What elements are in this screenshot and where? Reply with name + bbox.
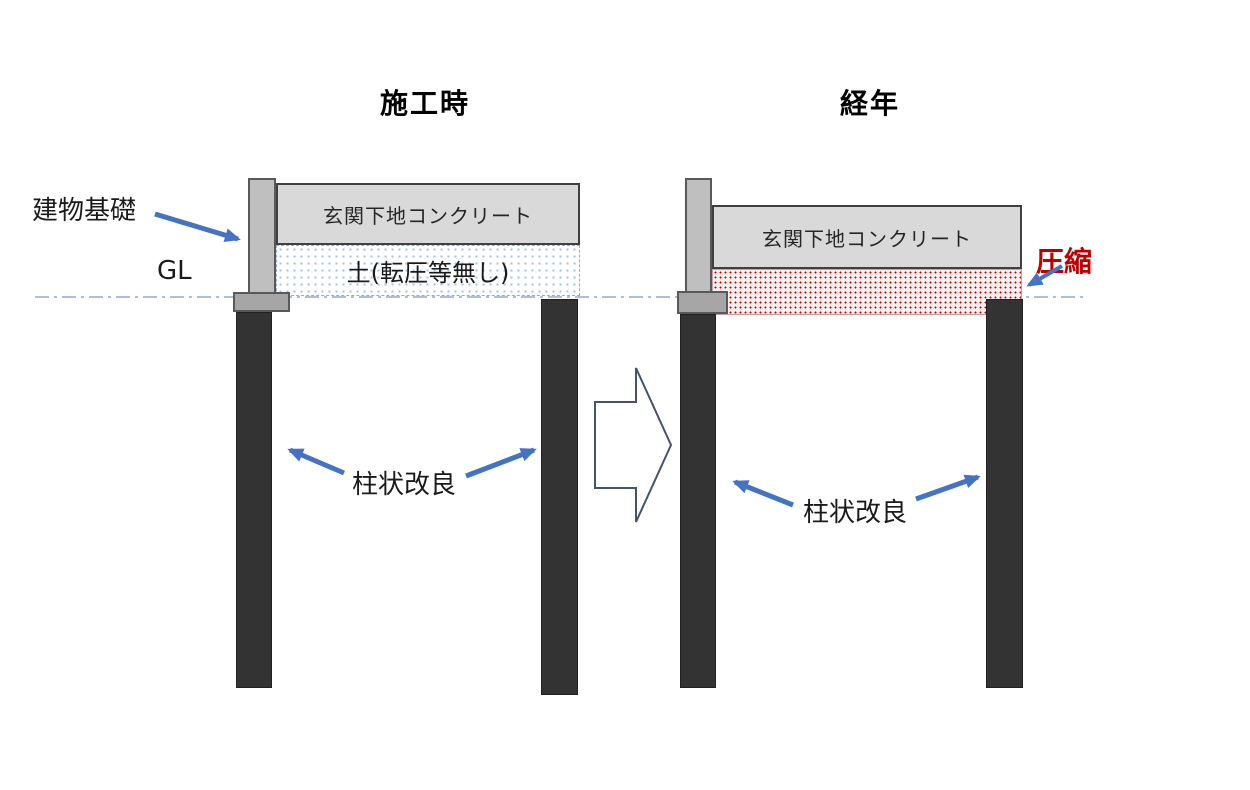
- foundation-label: 建物基礎: [32, 196, 137, 226]
- right-column-a: [680, 314, 716, 688]
- left-column-a: [236, 312, 272, 688]
- left-concrete-label: 玄関下地コンクリート: [323, 203, 533, 228]
- transition-arrow-icon: [594, 367, 673, 523]
- left-column-b: [541, 299, 578, 695]
- right-foundation-footing: [677, 291, 728, 314]
- left-soil-layer: 土(転圧等無し): [276, 245, 580, 296]
- foundation-arrow: [154, 211, 241, 242]
- left-column-arrow-a: [287, 447, 345, 476]
- right-concrete-label: 玄関下地コンクリート: [762, 226, 972, 251]
- right-foundation-post: [685, 178, 712, 298]
- left-title: 施工時: [379, 87, 470, 120]
- right-column-arrow-b: [915, 474, 981, 502]
- left-concrete-slab: 玄関下地コンクリート: [276, 183, 580, 245]
- right-column-label: 柱状改良: [803, 498, 908, 528]
- left-column-label: 柱状改良: [352, 470, 457, 500]
- right-compressed-soil-layer: [712, 269, 1022, 315]
- left-column-arrow-b: [465, 447, 537, 479]
- compression-label: 圧縮: [1036, 245, 1093, 278]
- left-foundation-footing: [233, 292, 290, 312]
- left-soil-label: 土(転圧等無し): [346, 259, 510, 287]
- right-title: 経年: [839, 87, 900, 120]
- right-concrete-slab: 玄関下地コンクリート: [712, 205, 1022, 269]
- left-foundation-post: [248, 178, 276, 298]
- right-column-arrow-a: [732, 479, 794, 508]
- gl-label: GL: [157, 256, 192, 286]
- right-column-b: [986, 299, 1023, 688]
